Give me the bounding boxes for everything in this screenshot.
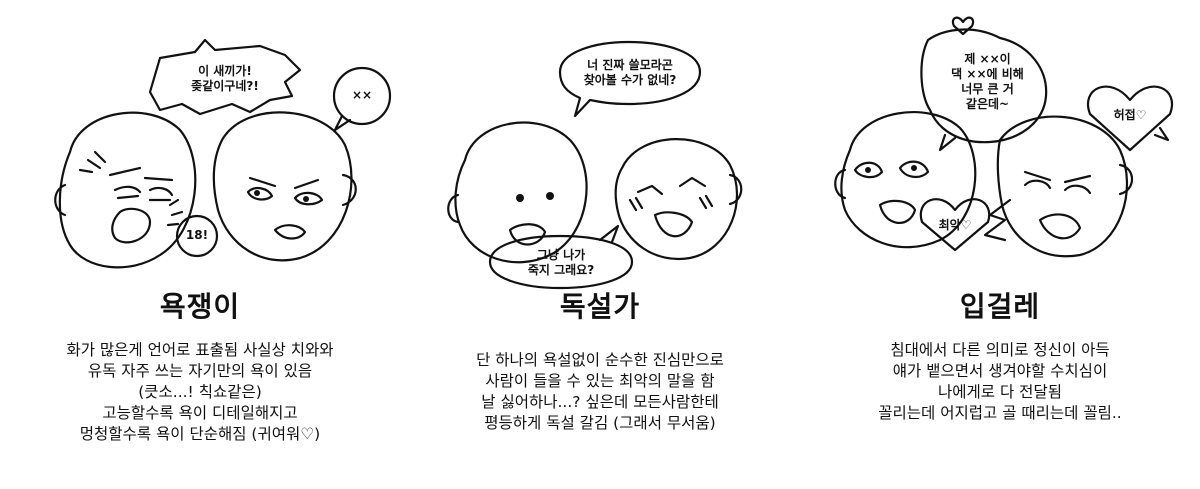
face-left (58, 111, 197, 269)
heart-bubble-medium (919, 198, 991, 252)
face-right (996, 115, 1129, 258)
speech-bubble-big-text: 제 ××이 댁 ××에 비해 너무 큰 거 같은데~ (951, 52, 1024, 111)
panel-swearer: 이 새끼가! 좆같이구네?! ×× 18! 욕쟁이 화가 많은게 언어로 표출됨… (0, 0, 400, 489)
speech-bubble-top-text: 너 진짜 쓸모라곤 찾아볼 수가 없네? (583, 58, 677, 87)
speech-bubble-bottom (488, 234, 634, 290)
panel-description: 침대에서 다른 의미로 정신이 아득 얘가 뱉으면서 생겨야할 수치심이 나에게… (878, 341, 1122, 422)
count-bubble-text: 18! (185, 228, 209, 242)
panel-description: 화가 많은게 언어로 표출됨 사실상 치와와 유독 자주 쓰는 자기만의 욕이 … (66, 341, 334, 443)
shout-bubble-text: 이 새끼가! 좆같이구네?! (191, 64, 259, 93)
heart-bubble-large-text: 허접♡ (1113, 108, 1147, 122)
speech-bubble-small (332, 66, 392, 126)
panel-dirty-mouth: 제 ××이 댁 ××에 비해 너무 큰 거 같은데~ 허접♡ 최악♡ 입걸레 침… (800, 0, 1200, 489)
speech-bubble-big (920, 28, 1048, 144)
face-left (840, 111, 977, 249)
count-bubble (175, 214, 219, 258)
face-right (212, 111, 353, 262)
illustration-swearer (54, 38, 392, 269)
heart-bubble-medium-text: 최악♡ (938, 218, 972, 232)
heart-icon-small (951, 16, 975, 36)
panel-title: 욕쟁이 (159, 290, 241, 323)
speech-bubble-top (558, 40, 702, 118)
panel-description: 단 하나의 욕설없이 순수한 진심만으로 사람이 들을 수 있는 최악의 말을 … (476, 351, 724, 432)
panel-venomous: 너 진짜 쓸모라곤 찾아볼 수가 없네? 그냥 나가 죽지 그래요? 독설가 단… (400, 0, 800, 489)
shout-bubble (148, 38, 302, 116)
face-left (454, 121, 588, 264)
panel-title: 독설가 (559, 290, 641, 323)
illustration-venomous (447, 40, 743, 290)
heart-bubble-large (1087, 85, 1173, 152)
speech-bubble-bottom-text: 그냥 나가 죽지 그래요? (527, 248, 595, 277)
face-right (614, 138, 739, 261)
small-bubble-text: ×× (351, 88, 373, 102)
panel-title: 입걸레 (959, 290, 1041, 323)
illustration-dirty-mouth (834, 16, 1173, 258)
